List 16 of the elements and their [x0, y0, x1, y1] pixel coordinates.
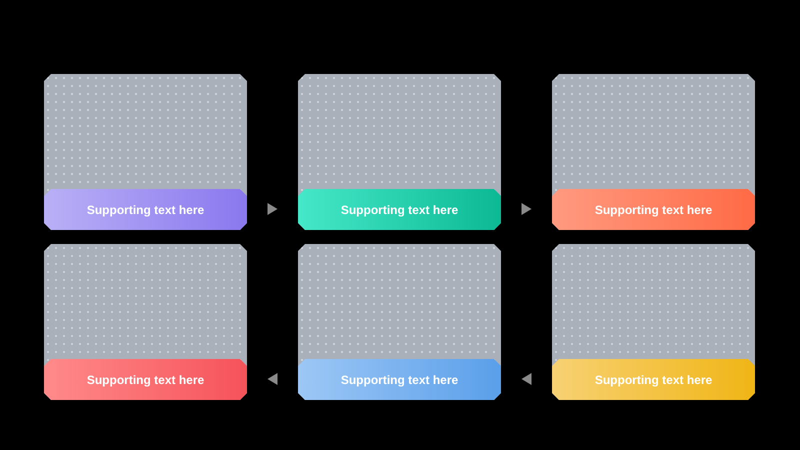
card [298, 74, 501, 230]
arrow [268, 203, 278, 215]
caption-band: Supporting text here [298, 359, 501, 400]
caption-band: Supporting text here [552, 189, 755, 230]
card [298, 244, 501, 400]
arrow [268, 373, 278, 385]
caption-band: Supporting text here [552, 359, 755, 400]
caption-band: Supporting text here [298, 189, 501, 230]
arrow [522, 203, 532, 215]
card [552, 244, 755, 400]
arrow [522, 373, 532, 385]
card [44, 74, 247, 230]
card [552, 74, 755, 230]
caption-band: Supporting text here [44, 189, 247, 230]
caption-band: Supporting text here [44, 359, 247, 400]
card [44, 244, 247, 400]
